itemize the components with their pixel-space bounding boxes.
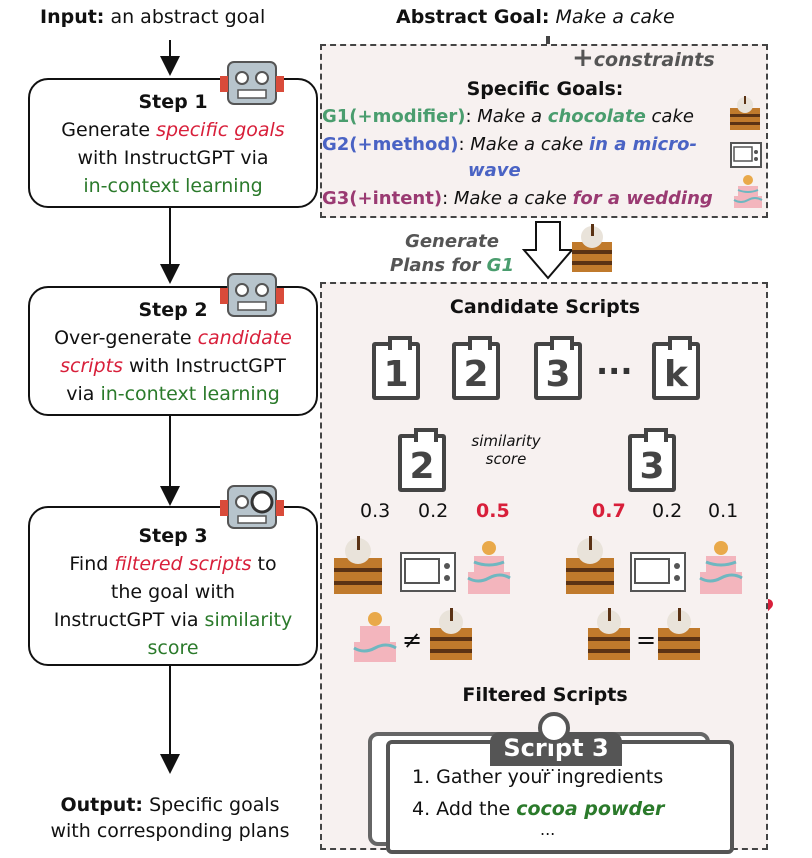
wedding-cake-icon [698, 538, 744, 600]
step1-red: specific goals [156, 119, 285, 141]
clipboard-2: 2 [452, 336, 500, 400]
script-line-4: 4. Add the cocoa powder [412, 798, 665, 820]
specific-goals-panel [320, 44, 768, 218]
chocolate-cake-icon [428, 608, 474, 666]
score-right-3: 0.1 [708, 500, 739, 522]
step2-line3: via in-context learning [66, 383, 280, 405]
step3-line1: Find filtered scripts to [69, 553, 277, 575]
wedding-cake-icon [466, 538, 512, 600]
step2-title: Step 2 [138, 299, 208, 321]
score-left-1: 0.3 [360, 500, 391, 522]
output-text: Specific goals [149, 794, 280, 816]
filtered-scripts-title: Filtered Scripts [462, 684, 628, 706]
input-text: an abstract goal [110, 6, 266, 28]
wedding-cake-icon [732, 172, 764, 214]
step1-green: in-context learning [83, 175, 263, 197]
clipboard-left-2: 2 [398, 428, 446, 492]
robot-icon [220, 54, 284, 116]
clipboard-3: 3 [534, 336, 582, 400]
clipboard-k: k [652, 336, 700, 400]
chocolate-cake-icon [332, 536, 384, 600]
score-right-2: 0.2 [652, 500, 683, 522]
specific-goals-title: Specific Goals: [466, 78, 624, 100]
step2-line2: scripts with InstructGPT [60, 355, 286, 377]
step3-title: Step 3 [138, 525, 208, 547]
input-label: Input: [40, 6, 105, 28]
abstract-goal-text: Make a cake [555, 6, 675, 28]
input-line: Input: an abstract goal [40, 6, 265, 28]
goal-g1: G1(+modifier): Make a chocolate cake [322, 106, 694, 127]
goal-g3: G3(+intent): Make a cake for a wedding [322, 188, 713, 209]
chocolate-cake-icon [656, 608, 702, 666]
score-left-3: 0.5 [476, 500, 510, 522]
hollow-down-arrow [521, 221, 575, 280]
script-line-1: 1. Gather your ingredients [412, 766, 664, 788]
output-text2: with corresponding plans [50, 820, 290, 842]
ellipsis: ··· [596, 352, 633, 390]
output-label: Output: [60, 794, 144, 816]
step3-line2: the goal with [110, 581, 236, 603]
chocolate-cake-icon [728, 96, 762, 136]
step3-box: Step 3 Find filtered scripts to the goal… [28, 506, 318, 666]
equal-sign: = [636, 626, 657, 654]
script-hanger [538, 712, 570, 744]
generate-label: Generate Plans for G1 [390, 231, 514, 276]
microwave-icon [730, 142, 762, 172]
step3-line3: InstructGPT via similarity [53, 609, 293, 631]
goal-g2: G2(+method): Make a cake in a micro-wave [322, 134, 697, 181]
chocolate-cake-icon [586, 608, 632, 666]
script-dots-bottom: ... [540, 820, 556, 839]
score-left-2: 0.2 [418, 500, 449, 522]
similarity-score-label: similarity score [471, 432, 541, 468]
constraints-label: +constraints [572, 43, 715, 73]
step2-line1: Over-generate candidate [54, 327, 292, 349]
not-equal-sign: ≠ [402, 626, 423, 654]
microwave-icon [630, 552, 686, 596]
chocolate-cake-icon [564, 536, 616, 600]
script-dots-top: ... [540, 756, 556, 775]
abstract-goal-label: Abstract Goal: [396, 6, 550, 28]
step1-line2: with InstructGPT via [77, 147, 269, 169]
step3-line4: score [147, 637, 199, 659]
step1-title: Step 1 [138, 91, 208, 113]
output-block: Output: Specific goals with correspondin… [20, 792, 320, 844]
robot-icon [220, 266, 284, 328]
candidate-scripts-title: Candidate Scripts [449, 296, 641, 318]
score-right-1: 0.7 [592, 500, 626, 522]
chocolate-cake-icon [570, 224, 614, 278]
step1-line1: Generate specific goals [61, 119, 285, 141]
microwave-icon [400, 552, 456, 596]
wedding-cake-icon [352, 610, 398, 668]
clipboard-right-3: 3 [628, 428, 676, 492]
robot-monocle-icon [220, 478, 284, 540]
clipboard-1: 1 [372, 336, 420, 400]
step2-box: Step 2 Over-generate candidate scripts w… [28, 286, 318, 416]
abstract-goal-line: Abstract Goal: Make a cake [396, 6, 675, 28]
